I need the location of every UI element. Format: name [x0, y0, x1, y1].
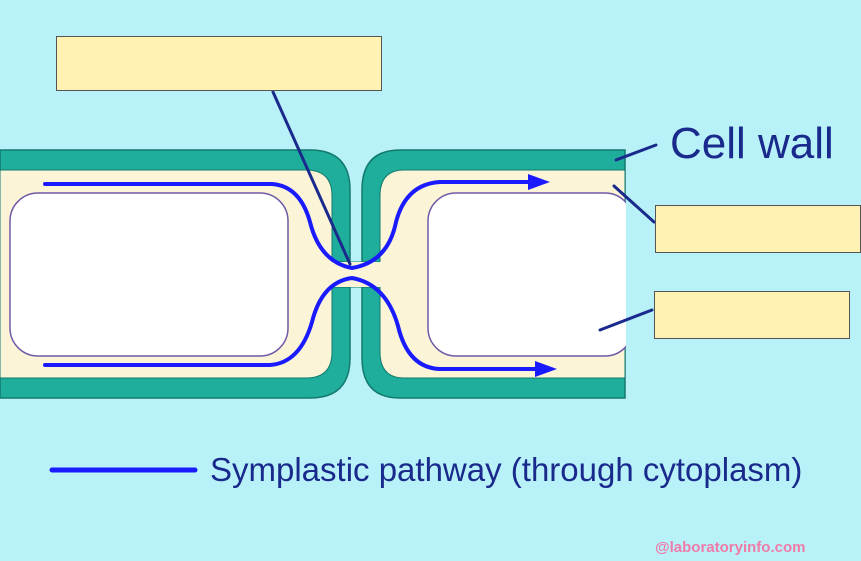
cytoplasm-pointer-line — [612, 184, 656, 224]
legend-text: Symplastic pathway (through cytoplasm) — [210, 451, 803, 488]
upper-arrowhead — [528, 174, 550, 190]
cell-wall-pointer-line — [614, 143, 658, 162]
vacuole-pointer-line — [598, 308, 654, 332]
watermark-text: @laboratoryinfo.com — [655, 539, 806, 556]
upper-pathway — [43, 180, 530, 271]
cytoplasm-label-box — [655, 205, 861, 253]
lower-pathway — [43, 275, 537, 371]
left-vacuole — [9, 192, 289, 357]
label-pointers — [271, 90, 658, 332]
right-vacuole — [427, 192, 634, 357]
symplastic-pathway — [43, 174, 557, 377]
vacuoles — [9, 185, 656, 365]
plasmodesma-pointer-line — [271, 90, 352, 266]
vacuole-label-box — [654, 291, 850, 339]
vacuole-crop-mask — [626, 185, 656, 365]
cell-wall-label: Cell wall — [670, 119, 834, 168]
lower-arrowhead — [535, 361, 557, 377]
plasmodesma-label-box — [56, 36, 382, 91]
